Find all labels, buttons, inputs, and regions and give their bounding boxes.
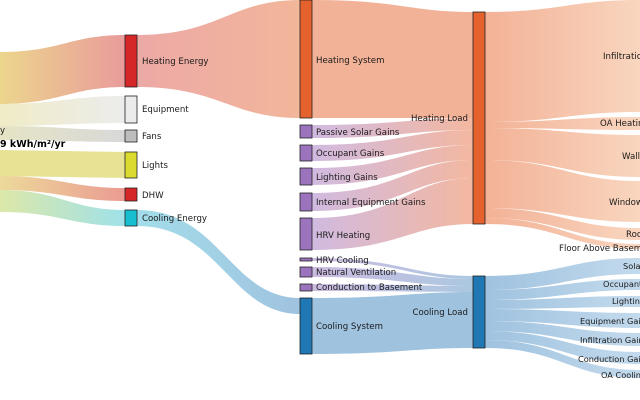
- link-equipment: [0, 96, 125, 126]
- link-heating-energy-to-heating-system: [137, 0, 300, 118]
- links-cooling-load-to-losses: [485, 258, 640, 378]
- link-equipment-gains: [485, 309, 640, 328]
- label-lights: Lights: [142, 161, 168, 171]
- link-occupant: [312, 130, 473, 161]
- node-equipment: [124, 95, 138, 124]
- label-cooling-energy: Cooling Energy: [142, 214, 207, 224]
- label-infiltration-gains: Infiltration Gains: [580, 335, 640, 345]
- link-roof: [485, 208, 640, 240]
- link-conduction-basement: [312, 284, 473, 292]
- link-heating-energy: [0, 35, 125, 104]
- node-cooling-energy: [124, 209, 138, 227]
- node-lights: [124, 151, 138, 179]
- label-occupant: Occupant Gains: [316, 149, 385, 159]
- label-roof: Roof: [626, 230, 640, 240]
- link-oa-cooling: [485, 340, 640, 378]
- node-fans: [124, 129, 138, 143]
- label-lighting: Lighting Gains: [316, 173, 378, 183]
- link-windows: [485, 160, 640, 222]
- link-oa-heating: [485, 117, 640, 130]
- link-hrv-cooling: [312, 258, 473, 279]
- link-internal-equipment: [312, 160, 473, 211]
- links-source-to-uses: [0, 35, 125, 226]
- label-hrv-heating: HRV Heating: [316, 231, 370, 241]
- node-internal-equipment: [299, 192, 313, 212]
- labels-cool-losses: Solar Occupants Lighting Equipment Gains…: [578, 261, 640, 380]
- link-cooling-system-to-cooling-load: [312, 292, 473, 354]
- label-oa-heating: OA Heating: [600, 119, 640, 129]
- labels-heat-losses: Infiltration OA Heating Walls Windows Ro…: [559, 52, 640, 254]
- link-lighting-loss: [485, 296, 640, 309]
- link-cooling-energy: [0, 190, 125, 226]
- node-dhw: [124, 187, 138, 202]
- labels-loads: Heating Load Cooling Load: [411, 114, 468, 318]
- node-cooling-system: [299, 297, 313, 355]
- node-lighting: [299, 167, 313, 186]
- label-conduction-basement: Conduction to Basement: [316, 283, 423, 293]
- node-passive-solar: [299, 124, 313, 139]
- labels-systems: Heating System Passive Solar Gains Occup…: [316, 56, 426, 332]
- link-cooling-energy-to-cooling-system: [137, 210, 300, 314]
- link-natural-ventilation: [312, 267, 473, 286]
- node-heating-energy: [124, 34, 138, 88]
- node-cooling-load: [472, 275, 486, 349]
- label-floor-basement: Floor Above Basement: [559, 244, 640, 254]
- labels-uses: Heating Energy Equipment Fans Lights DHW…: [142, 57, 209, 224]
- label-equipment: Equipment: [142, 105, 189, 115]
- node-conduction-basement: [299, 283, 313, 292]
- label-oa-cooling: OA Cooling: [601, 370, 640, 380]
- source-total-label: 9 kWh/m²/yr: [0, 139, 66, 150]
- label-infiltration: Infiltration: [603, 52, 640, 62]
- node-occupant: [299, 144, 313, 162]
- link-lights: [0, 150, 125, 178]
- link-heating-system-to-heating-load: [312, 0, 473, 118]
- link-passive-solar: [312, 118, 473, 138]
- label-heating-load: Heating Load: [411, 114, 468, 124]
- node-natural-ventilation: [299, 266, 313, 278]
- label-fans: Fans: [142, 132, 162, 142]
- node-heating-load: [472, 11, 486, 225]
- nodes-loads: [472, 11, 486, 349]
- label-heating-energy: Heating Energy: [142, 57, 209, 67]
- label-equipment-gains: Equipment Gains: [580, 316, 640, 326]
- link-conduction-gains: [485, 331, 640, 364]
- node-hrv-cooling: [299, 257, 313, 262]
- links-heating-load-to-losses: [485, 0, 640, 249]
- link-lighting: [312, 145, 473, 185]
- link-floor-basement: [485, 218, 640, 249]
- node-hrv-heating: [299, 217, 313, 251]
- nodes-systems: [299, 0, 313, 355]
- label-lighting-loss: Lighting: [612, 296, 640, 306]
- nodes-uses: [124, 34, 138, 227]
- link-infiltration-gains: [485, 321, 640, 346]
- label-conduction-gains: Conduction Gains: [578, 354, 640, 364]
- label-dhw: DHW: [142, 191, 164, 201]
- label-cooling-load: Cooling Load: [412, 308, 468, 318]
- node-heating-system: [299, 0, 313, 119]
- source-energy-label: y: [0, 126, 5, 136]
- link-fans: [0, 126, 125, 142]
- label-cooling-system: Cooling System: [316, 322, 383, 332]
- label-internal-equipment: Internal Equipment Gains: [316, 198, 426, 208]
- labels-source: y 9 kWh/m²/yr: [0, 126, 66, 150]
- links-uses-to-systems: [137, 0, 300, 314]
- link-hrv-heating: [312, 178, 473, 250]
- label-walls: Walls: [622, 152, 640, 162]
- label-passive-solar: Passive Solar Gains: [316, 128, 400, 138]
- link-dhw: [0, 176, 125, 201]
- link-solar: [485, 258, 640, 290]
- link-walls: [485, 128, 640, 177]
- label-heating-system: Heating System: [316, 56, 384, 66]
- links-systems-to-loads: [312, 0, 473, 354]
- label-solar: Solar: [623, 261, 640, 271]
- label-hrv-cooling: HRV Cooling: [316, 256, 369, 266]
- label-occupants: Occupants: [603, 279, 640, 289]
- link-infiltration: [485, 0, 640, 122]
- link-occupants: [485, 279, 640, 300]
- label-windows: Windows: [609, 198, 640, 208]
- label-natural-ventilation: Natural Ventilation: [316, 268, 396, 278]
